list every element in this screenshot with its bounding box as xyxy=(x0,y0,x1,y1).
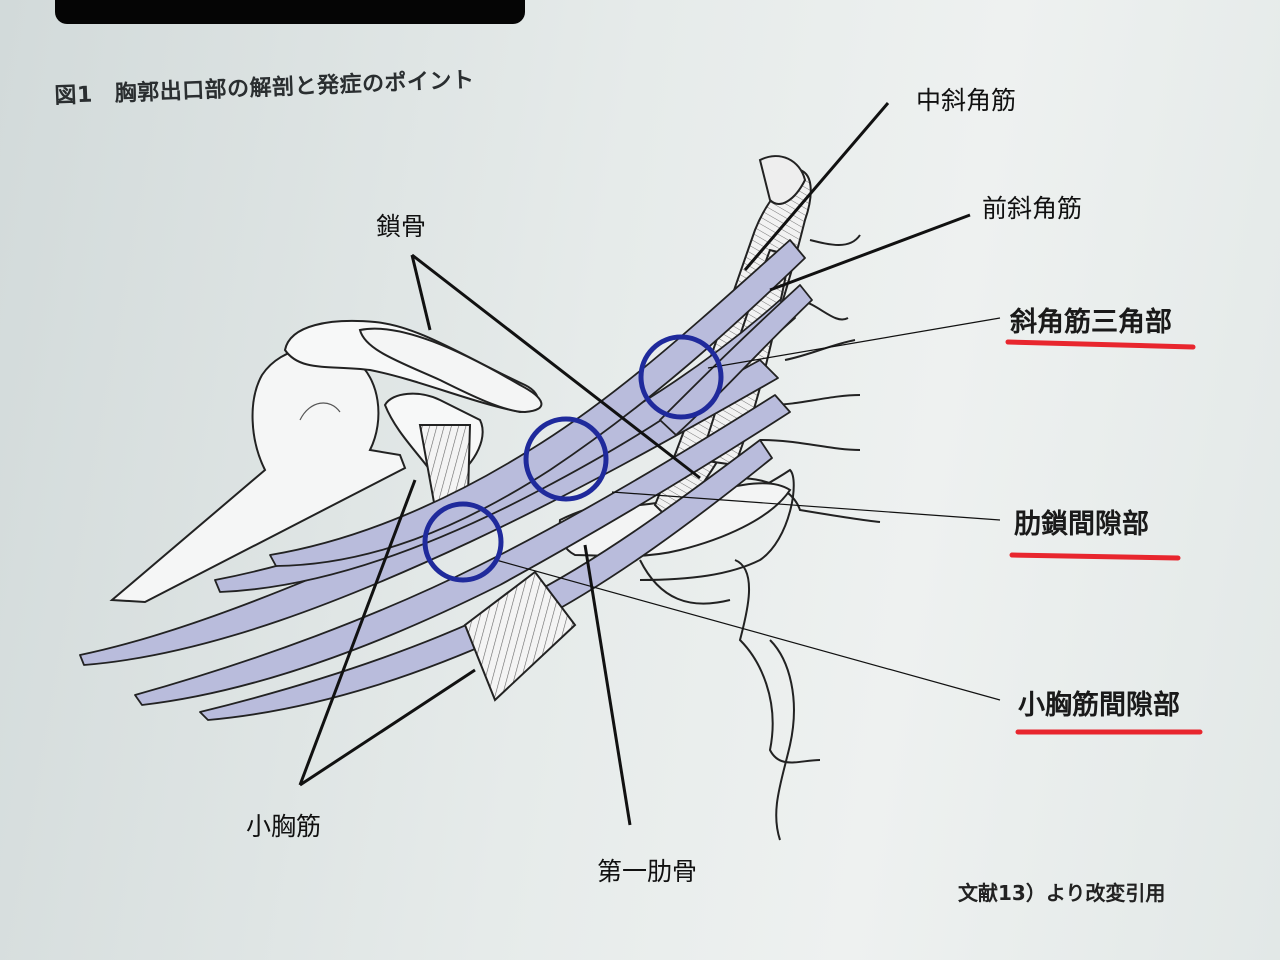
circle-scalene-triangle xyxy=(638,334,724,420)
pectoralis-minor-space-label: 小胸筋間隙部 xyxy=(1018,690,1180,721)
circle-pectoralis-minor-space xyxy=(422,501,504,583)
pectoralis-minor-lower xyxy=(463,570,577,702)
first-rib-label: 第一肋骨 xyxy=(597,857,698,886)
clavicle-label: 鎖骨 xyxy=(376,212,427,241)
nerve-cord-2 xyxy=(134,394,791,706)
compression-circles xyxy=(422,334,724,583)
middle-scalene-label: 中斜角筋 xyxy=(916,86,1017,115)
neurovascular-bundle xyxy=(79,239,813,721)
circle-costoclavicular-space xyxy=(523,416,609,502)
source-note: 文献13）より改変引用 xyxy=(958,881,1166,905)
red-underlines xyxy=(1005,339,1203,735)
subclavian-vein xyxy=(269,239,806,567)
nerve-cord-3 xyxy=(199,439,773,721)
leader-lines xyxy=(298,102,1001,826)
anterior-scalene-label: 前斜角筋 xyxy=(982,194,1083,223)
scalene-triangle-label: 斜角筋三角部 xyxy=(1010,307,1172,338)
pectoralis-minor-label: 小胸筋 xyxy=(246,812,322,841)
clavicle-bone xyxy=(358,327,543,414)
costoclavicular-space-label: 肋鎖間隙部 xyxy=(1014,509,1149,540)
redaction-bar xyxy=(55,0,525,24)
